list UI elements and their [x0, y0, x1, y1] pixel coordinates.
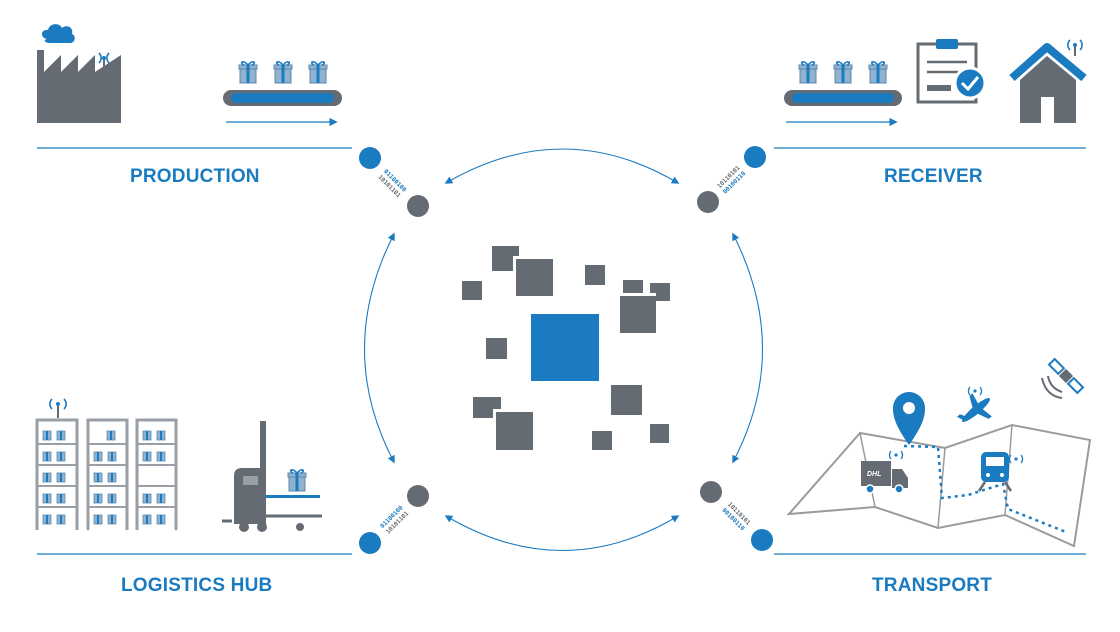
- data-connector-bottom-right: 10110101 00100110: [700, 481, 773, 551]
- delivery-receipt-icon: [916, 39, 987, 104]
- factory-icon: [37, 24, 121, 123]
- production-label: PRODUCTION: [130, 166, 260, 187]
- train-icon: [977, 452, 1024, 492]
- satellite-icon: [1041, 357, 1085, 399]
- transport-label: TRANSPORT: [872, 575, 993, 596]
- data-connector-bottom-left: 01100100 10101101: [359, 485, 429, 554]
- smart-home-icon: [1009, 39, 1087, 123]
- map-icon: [786, 423, 1092, 548]
- receiver-label: RECEIVER: [884, 166, 983, 187]
- delivery-truck-icon: DHL: [861, 450, 908, 494]
- location-pin-icon: [893, 392, 925, 445]
- airplane-icon: [956, 386, 992, 422]
- data-flow-arrows: [363, 148, 764, 551]
- conveyor-belt-icon: [784, 61, 902, 127]
- data-connector-top-right: 10110101 00100110: [697, 146, 766, 213]
- truck-brand-text: DHL: [867, 471, 881, 478]
- central-data-platform-icon: [462, 246, 670, 450]
- logistics-hub-label: LOGISTICS HUB: [121, 575, 273, 596]
- warehouse-rack-icon: [35, 398, 178, 530]
- conveyor-belt-icon: [223, 61, 342, 127]
- data-connector-top-left: 01100100 10101101: [359, 147, 429, 217]
- forklift-icon: [222, 421, 322, 532]
